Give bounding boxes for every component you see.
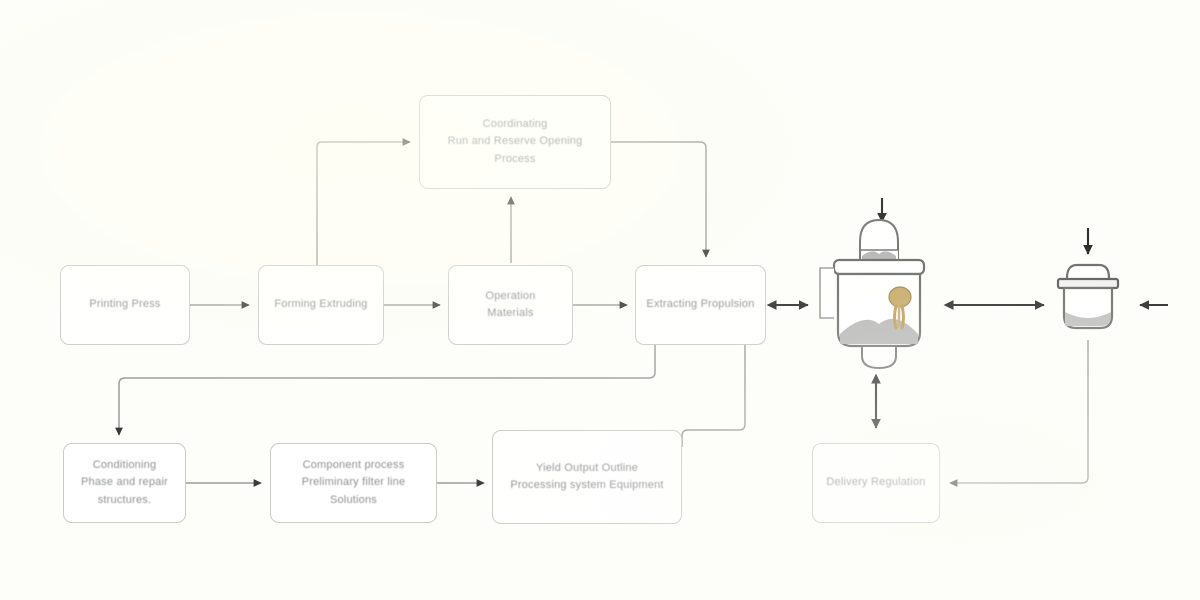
process-box-extraction-label: Extracting Propulsion — [646, 298, 755, 311]
process-box-operation[interactable]: Operation Materials — [448, 265, 573, 345]
edge-extraction-down-to-conditioning — [115, 345, 656, 436]
process-box-operation-label: Operation Materials — [485, 289, 536, 319]
process-box-delivery[interactable]: Delivery Regulation — [812, 443, 940, 523]
process-box-component[interactable]: Component process Preliminary filter lin… — [270, 443, 437, 523]
process-box-conditioning-label: Conditioning Phase and repair structures… — [81, 459, 168, 506]
mixer-vessel-large — [816, 200, 942, 370]
process-box-forming-label: Forming Extruding — [274, 298, 368, 311]
process-box-yield[interactable]: Yield Output Outline Processing system E… — [492, 430, 682, 524]
process-box-forming[interactable]: Forming Extruding — [258, 265, 384, 345]
process-box-extraction[interactable]: Extracting Propulsion — [635, 265, 766, 345]
edge-extraction-down-to-yield — [681, 345, 746, 447]
mixer-vessel-small — [1053, 262, 1123, 336]
process-box-conditioning[interactable]: Conditioning Phase and repair structures… — [63, 443, 186, 523]
edge-forming-up-to-coordinating — [316, 138, 411, 265]
edge-small-vessel-to-delivery — [949, 340, 1089, 487]
process-box-printing-label: Printing Press — [89, 298, 161, 311]
process-box-delivery-label: Delivery Regulation — [826, 476, 926, 489]
process-box-printing[interactable]: Printing Press — [60, 265, 190, 345]
process-box-component-label: Component process Preliminary filter lin… — [301, 459, 406, 506]
process-box-yield-label: Yield Output Outline Processing system E… — [510, 461, 664, 491]
edge-coordinating-down-to-extraction — [611, 141, 710, 258]
process-box-coordinating[interactable]: Coordinating Run and Reserve Opening Pro… — [419, 95, 611, 189]
process-box-coordinating-label: Coordinating Run and Reserve Opening Pro… — [447, 118, 583, 165]
